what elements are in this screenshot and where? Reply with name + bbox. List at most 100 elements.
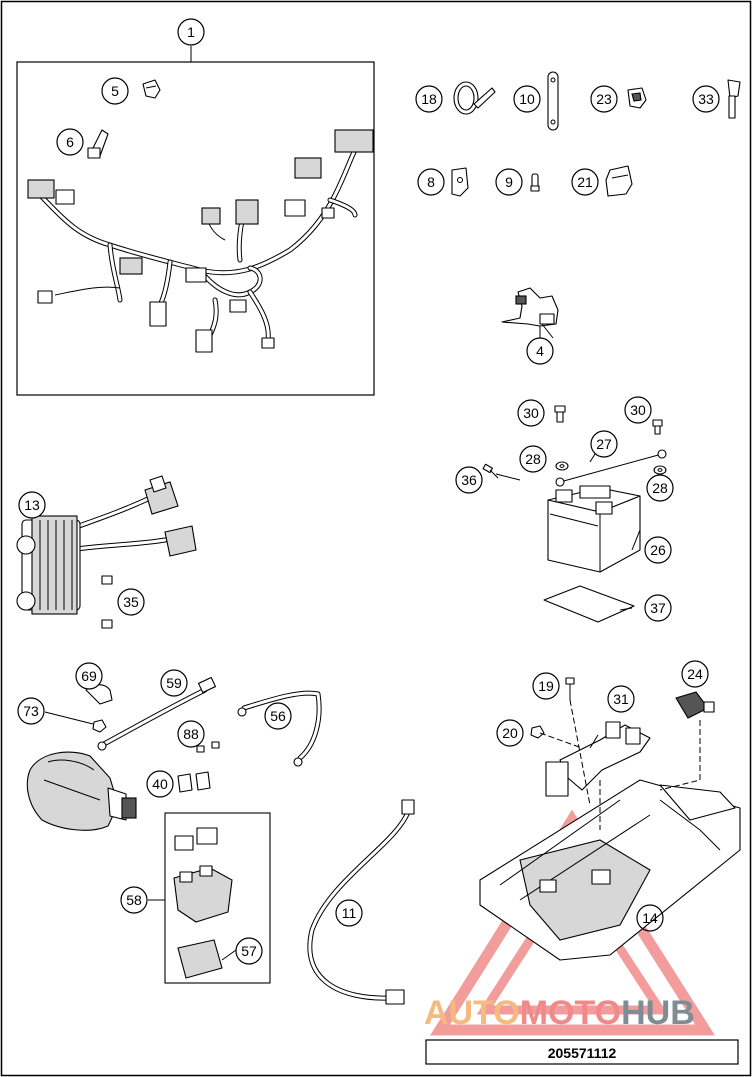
callout-20: 20 (496, 719, 524, 747)
callout-8: 8 (417, 168, 445, 196)
callout-26: 26 (644, 536, 672, 564)
callout-10-label: 10 (519, 91, 535, 107)
watermark-text-hub: HUB (621, 994, 695, 1032)
callout-5-label: 5 (111, 83, 119, 99)
callout-69: 69 (75, 662, 103, 690)
callout-28a-label: 28 (525, 451, 541, 467)
part-23-clip (627, 87, 647, 109)
callout-24: 24 (681, 660, 709, 688)
part-57-relay-cover (177, 939, 223, 979)
callout-59-label: 59 (166, 675, 182, 691)
callout-18-label: 18 (421, 91, 437, 107)
starter-motor (26, 751, 137, 831)
callout-8-label: 8 (427, 174, 435, 190)
part-40-fuses (177, 771, 211, 793)
callout-33-label: 33 (698, 91, 714, 107)
callout-11: 11 (335, 899, 363, 927)
callout-1: 1 (177, 18, 205, 46)
part-30-bolt-b (652, 419, 663, 435)
callout-14: 14 (636, 904, 664, 932)
part-11-cable (307, 799, 415, 1005)
part-19-screw (565, 677, 575, 700)
part-56-ground-cable (237, 690, 322, 767)
callout-31: 31 (607, 685, 635, 713)
callout-88: 88 (177, 720, 205, 748)
callout-6: 6 (56, 128, 84, 156)
relay-box (164, 812, 271, 984)
callout-27: 27 (590, 430, 618, 458)
callout-36: 36 (455, 466, 483, 494)
callout-13-label: 13 (24, 497, 40, 513)
part-36-screw (482, 463, 499, 479)
callout-19: 19 (532, 672, 560, 700)
part-9-bulb (530, 173, 540, 192)
part-58-relay (173, 865, 233, 923)
callout-36-label: 36 (461, 472, 477, 488)
callout-57-label: 57 (241, 943, 257, 959)
part-8-bracket (451, 167, 469, 197)
part-26-battery (547, 485, 641, 573)
part-33-grommet (727, 79, 741, 119)
callout-28a: 28 (519, 445, 547, 473)
callout-31-label: 31 (613, 691, 629, 707)
part-30-bolt-a (554, 405, 566, 423)
callout-30a-label: 30 (523, 405, 539, 421)
callout-73: 73 (17, 697, 45, 725)
callout-35-label: 35 (123, 594, 139, 610)
callout-5: 5 (101, 77, 129, 105)
callout-1-label: 1 (187, 24, 195, 40)
part-10-strap (547, 71, 559, 131)
part-20-nut (530, 725, 545, 739)
callout-28b: 28 (646, 474, 674, 502)
callout-11-label: 11 (342, 905, 357, 921)
callout-35: 35 (117, 588, 145, 616)
callout-6-label: 6 (66, 134, 74, 150)
part-35-bolt-b (101, 619, 113, 629)
callout-40-label: 40 (152, 776, 168, 792)
callout-56: 56 (264, 702, 292, 730)
callout-4: 4 (526, 337, 554, 365)
callout-58: 58 (120, 886, 148, 914)
part-6-cap (87, 129, 109, 159)
callout-21-label: 21 (577, 174, 593, 190)
part-28-washer-b (653, 465, 667, 475)
part-14-battery-holder (479, 779, 741, 961)
drawing-number: 205571112 (548, 1045, 617, 1061)
callout-28b-label: 28 (652, 480, 668, 496)
callout-21: 21 (571, 168, 599, 196)
callout-30b: 30 (624, 396, 652, 424)
part-58-relay-caps (174, 827, 218, 851)
callout-4-label: 4 (536, 343, 544, 359)
part-37-pad (543, 585, 635, 623)
callout-30a: 30 (517, 399, 545, 427)
part-24-sensor (675, 691, 715, 719)
part-59-starter-cable (97, 676, 217, 751)
callout-26-label: 26 (650, 542, 666, 558)
callout-73-label: 73 (23, 703, 39, 719)
watermark-text-auto: AUTO (424, 994, 520, 1032)
part-35-bolt-a (101, 575, 113, 585)
part-18-cable-tie (453, 81, 496, 115)
callout-37: 37 (644, 594, 672, 622)
callout-13: 13 (18, 491, 46, 519)
part-4-bracket (501, 287, 559, 340)
callout-27-label: 27 (596, 436, 612, 452)
assembly-lines-right (539, 699, 701, 830)
main-wiring-harness (27, 129, 374, 353)
callout-37-label: 37 (650, 600, 666, 616)
callout-30b-label: 30 (630, 402, 646, 418)
callout-59: 59 (160, 669, 188, 697)
callout-19-label: 19 (538, 678, 554, 694)
part-13-regulator (16, 475, 197, 615)
part-27-battery-cable (555, 449, 667, 487)
callout-23: 23 (590, 85, 618, 113)
callout-57: 57 (235, 937, 263, 965)
callout-88-label: 88 (183, 726, 199, 742)
part-31-bracket (545, 721, 651, 797)
callout-69-label: 69 (81, 668, 97, 684)
callout-9: 9 (495, 168, 523, 196)
part-28-washer-a (555, 461, 569, 471)
callout-33: 33 (692, 85, 720, 113)
part-88-screws (196, 741, 220, 753)
